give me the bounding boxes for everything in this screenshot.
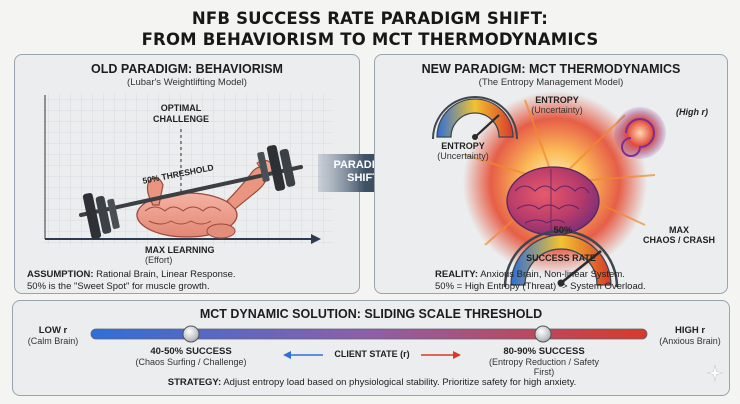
solution-panel: MCT DYNAMIC SOLUTION: SLIDING SCALE THRE… <box>12 300 730 396</box>
title-line-1: NFB SUCCESS RATE PARADIGM SHIFT: <box>191 9 549 28</box>
old-paradigm-heading: OLD PARADIGM: BEHAVIORISM <box>91 62 283 76</box>
old-paradigm-subheading: (Lubar's Weightlifting Model) <box>127 77 247 88</box>
gauge-value: 50% <box>553 225 573 236</box>
entropy-left-label: ENTROPY (Uncertainty) <box>437 141 489 161</box>
high-r-label: (High r) <box>676 107 708 117</box>
sparkle-icon <box>706 364 724 382</box>
gauge-icon <box>432 96 518 140</box>
client-state-label: CLIENT STATE (r) <box>334 349 410 359</box>
low-r-label: LOW r (Calm Brain) <box>27 325 79 346</box>
page-title: NFB SUCCESS RATE PARADIGM SHIFT: FROM BE… <box>0 8 740 50</box>
reality-note: REALITY: Anxious Brain, Non-linear Syste… <box>435 269 646 292</box>
strategy-note: STRATEGY: Adjust entropy load based on p… <box>167 377 577 388</box>
old-paradigm-panel: OLD PARADIGM: BEHAVIORISM (Lubar's Weigh… <box>14 54 360 294</box>
assumption-note: ASSUMPTION: Rational Brain, Linear Respo… <box>27 269 236 292</box>
high-r-label: HIGH r (Anxious Brain) <box>659 325 721 346</box>
optimal-challenge-label: OPTIMAL CHALLENGE <box>153 103 209 124</box>
new-paradigm-panel: NEW PARADIGM: MCT THERMODYNAMICS (The En… <box>374 54 728 294</box>
title-line-2: FROM BEHAVIORISM TO MCT THERMODYNAMICS <box>141 30 599 49</box>
success-rate-label: SUCCESS RATE <box>526 253 596 263</box>
entropy-top-label: ENTROPY (Uncertainty) <box>531 95 583 115</box>
max-chaos-label: MAX CHAOS / CRASH <box>642 225 715 245</box>
entropy-illustration <box>432 91 666 288</box>
gauge-icon <box>503 229 619 288</box>
barbell-icon <box>79 145 303 239</box>
new-paradigm-heading: NEW PARADIGM: MCT THERMODYNAMICS <box>421 62 681 76</box>
right-success-label: 80-90% SUCCESS (Entropy Reduction / Safe… <box>488 346 600 377</box>
solution-heading: MCT DYNAMIC SOLUTION: SLIDING SCALE THRE… <box>199 307 543 321</box>
max-learning-label: MAX LEARNING (Effort) <box>145 245 215 265</box>
slider-icon <box>90 325 648 359</box>
new-paradigm-subheading: (The Entropy Management Model) <box>478 77 624 88</box>
left-success-label: 40-50% SUCCESS (Chaos Surfing / Challeng… <box>135 346 247 367</box>
